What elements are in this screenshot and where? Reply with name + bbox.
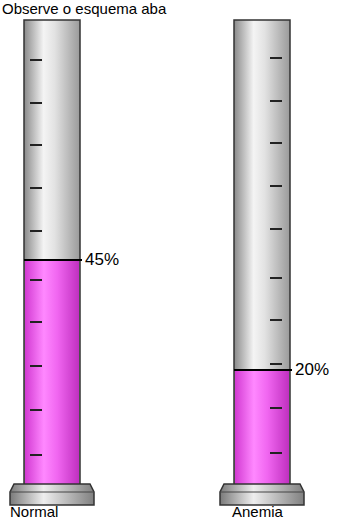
graduation-marks (30, 60, 42, 455)
tick-mark (270, 57, 282, 59)
cylinder-caption: Normal (10, 503, 58, 520)
tick-mark (30, 409, 42, 411)
blood-column (235, 370, 289, 484)
tick-mark (30, 365, 42, 367)
cylinder-glass (234, 20, 290, 484)
level-line (24, 259, 82, 261)
level-value: 45% (85, 250, 119, 270)
instruction-text: Observe o esquema aba (2, 0, 166, 17)
tick-mark (30, 144, 42, 146)
tick-mark (270, 452, 282, 454)
cylinder-glass (24, 20, 80, 484)
tick-mark (270, 319, 282, 321)
base-edge (220, 492, 304, 493)
tick-mark (270, 142, 282, 144)
level-value: 20% (295, 360, 329, 380)
tick-mark (30, 187, 42, 189)
tick-mark (30, 279, 42, 281)
tick-mark (30, 454, 42, 456)
tick-mark (270, 407, 282, 409)
normal-cylinder (10, 20, 94, 505)
cylinder-base (10, 484, 94, 505)
graduation-marks (270, 58, 282, 453)
tick-mark (270, 100, 282, 102)
anemia-cylinder (220, 20, 304, 505)
level-line (234, 369, 292, 371)
tick-mark (270, 363, 282, 365)
tick-mark (30, 230, 42, 232)
tick-mark (30, 321, 42, 323)
tick-mark (30, 102, 42, 104)
tick-mark (270, 277, 282, 279)
cylinder-caption: Anemia (232, 503, 283, 520)
tick-mark (270, 185, 282, 187)
tick-mark (270, 228, 282, 230)
cylinder-base (220, 484, 304, 505)
tick-mark (30, 59, 42, 61)
base-edge (10, 492, 94, 493)
blood-column (25, 260, 79, 484)
